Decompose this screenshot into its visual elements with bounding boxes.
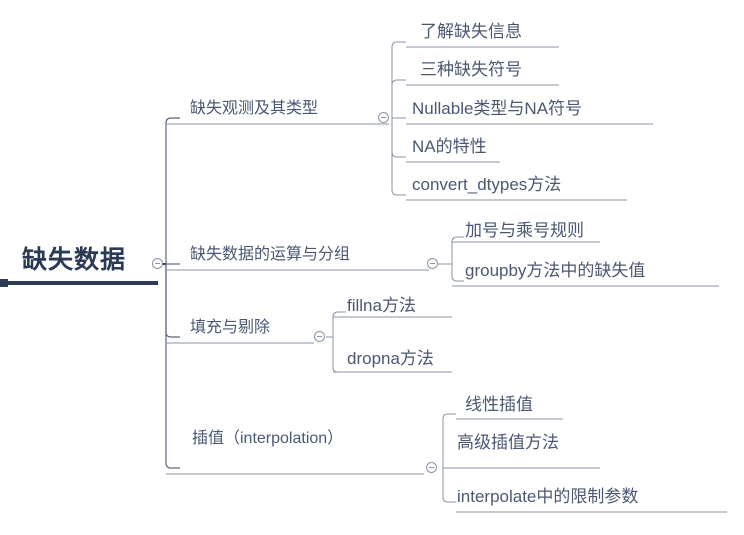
branch4-child1-connector xyxy=(442,413,456,468)
leaf-node-1-5[interactable]: convert_dtypes方法 xyxy=(412,175,562,194)
branch1-child5-connector xyxy=(391,118,406,196)
leaf-node-4-1[interactable]: 线性插值 xyxy=(465,395,533,414)
branch3-child2-connector xyxy=(332,337,346,373)
leaf-node-4-3[interactable]: interpolate中的限制参数 xyxy=(457,487,639,506)
branch3-child1-connector xyxy=(332,311,346,337)
branch1-child4-connector xyxy=(391,118,406,158)
branch1-child2-connector xyxy=(391,79,406,118)
leaf-node-3-1[interactable]: fillna方法 xyxy=(347,296,416,315)
leaf-node-3-2[interactable]: dropna方法 xyxy=(347,349,434,368)
branch-node-1[interactable]: 缺失观测及其类型 xyxy=(190,100,319,117)
leaf-node-4-2[interactable]: 高级插值方法 xyxy=(457,433,559,452)
leaf-node-2-1[interactable]: 加号与乘号规则 xyxy=(465,221,584,240)
root-end-cap xyxy=(0,279,8,287)
branch4-connector xyxy=(165,264,180,469)
branch-4-collapse-toggle-icon[interactable] xyxy=(426,462,437,473)
branch-1-collapse-toggle-icon[interactable] xyxy=(378,112,389,123)
branch-node-2[interactable]: 缺失数据的运算与分组 xyxy=(190,246,351,263)
branch1-connector xyxy=(165,117,180,264)
leaf-node-1-4[interactable]: NA的特性 xyxy=(412,137,487,156)
branch-node-3[interactable]: 填充与剔除 xyxy=(190,319,271,336)
root-node[interactable]: 缺失数据 xyxy=(22,246,127,274)
branch2-child2-connector xyxy=(451,264,464,282)
branch-2-collapse-toggle-icon[interactable] xyxy=(427,258,438,269)
branch1-child1-connector xyxy=(391,41,406,118)
branch-node-4[interactable]: 插值（interpolation） xyxy=(192,430,344,447)
leaf-node-1-1[interactable]: 了解缺失信息 xyxy=(420,22,522,41)
leaf-node-2-2[interactable]: groupby方法中的缺失值 xyxy=(465,261,646,280)
branch-3-collapse-toggle-icon[interactable] xyxy=(314,331,325,342)
branch4-child3-connector xyxy=(442,468,456,503)
root-collapse-toggle-icon[interactable] xyxy=(152,258,163,269)
leaf-node-1-2[interactable]: 三种缺失符号 xyxy=(420,60,522,79)
branch2-child1-connector xyxy=(451,236,464,264)
branch3-connector xyxy=(165,264,180,338)
leaf-node-1-3[interactable]: Nullable类型与NA符号 xyxy=(412,99,583,118)
